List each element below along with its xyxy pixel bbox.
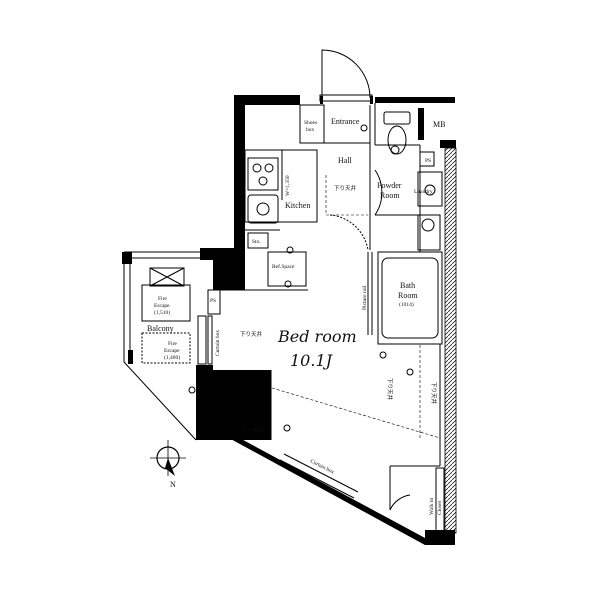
bed-room-area-label: 10.1J — [290, 351, 334, 370]
walk-in-closet-label-2: Closet — [437, 500, 443, 515]
ceiling-dashes — [271, 175, 441, 439]
bed-room-label: Bed room — [277, 327, 357, 346]
right-hatched-wall — [444, 147, 457, 534]
interior-doors[interactable] — [329, 169, 411, 511]
bath-size-label: (1014) — [399, 301, 414, 308]
balcony — [122, 251, 200, 441]
fire-escape-1-size: (1,510) — [154, 309, 170, 316]
laundry-label: Laundry — [414, 189, 433, 195]
outlets — [188, 124, 414, 432]
picture-rail-label: Picture rail — [362, 285, 368, 310]
diagonal-wall — [196, 420, 438, 545]
ceiling-drop-label-3: 下り天井 — [430, 382, 438, 405]
fixtures — [247, 111, 443, 232]
shoes-box-label: Shoes — [304, 120, 317, 126]
exterior-walls — [196, 95, 456, 545]
fire-escape-1-label-2: Escape — [154, 303, 170, 309]
compass-north-label: N — [170, 480, 176, 489]
balcony-label: Balcony — [147, 324, 174, 333]
hall-label: Hall — [338, 156, 353, 165]
powder-room-label-2: Room — [380, 191, 400, 200]
fire-escape-2-label: Fire — [168, 341, 177, 347]
mb-label: MB — [433, 120, 445, 129]
ceiling-drop-label-1: 下り天井 — [334, 184, 357, 192]
entrance-door[interactable] — [319, 49, 373, 104]
balcony-door[interactable] — [197, 315, 213, 365]
kitchen-label: Kitchen — [285, 201, 310, 210]
fire-escape-2-label-2: Escape — [164, 348, 180, 354]
sto-label: Sto. — [252, 239, 261, 245]
ps-label-1: PS — [425, 158, 431, 164]
ref-space-label: Ref.Space — [272, 263, 295, 270]
entrance-label: Entrance — [331, 117, 360, 126]
curtain-box-bottom — [279, 453, 359, 499]
interior-walls — [207, 103, 445, 533]
powder-room-label: Powder — [377, 181, 402, 190]
ceiling-drop-label-4: 下り天井 — [386, 378, 394, 401]
ps-label-2: PS — [210, 298, 216, 304]
kitchen-width-label: W=1,350 — [285, 175, 291, 196]
walk-in-closet-label: Walk in — [429, 498, 435, 515]
compass-icon: N — [150, 440, 186, 489]
bath-room-label-2: Room — [398, 291, 418, 300]
shoes-box-label-2: box — [306, 127, 315, 133]
bath-room-label: Bath — [400, 281, 415, 290]
fire-escape-2-size: (1,400) — [164, 354, 180, 361]
ceiling-drop-label-2: 下り天井 — [240, 330, 263, 338]
ceiling-drop-label-5: 下り天井 — [242, 426, 265, 434]
fire-escape-1-label: Fire — [158, 296, 167, 302]
curtain-box-left-label: Curtain box — [215, 330, 221, 356]
